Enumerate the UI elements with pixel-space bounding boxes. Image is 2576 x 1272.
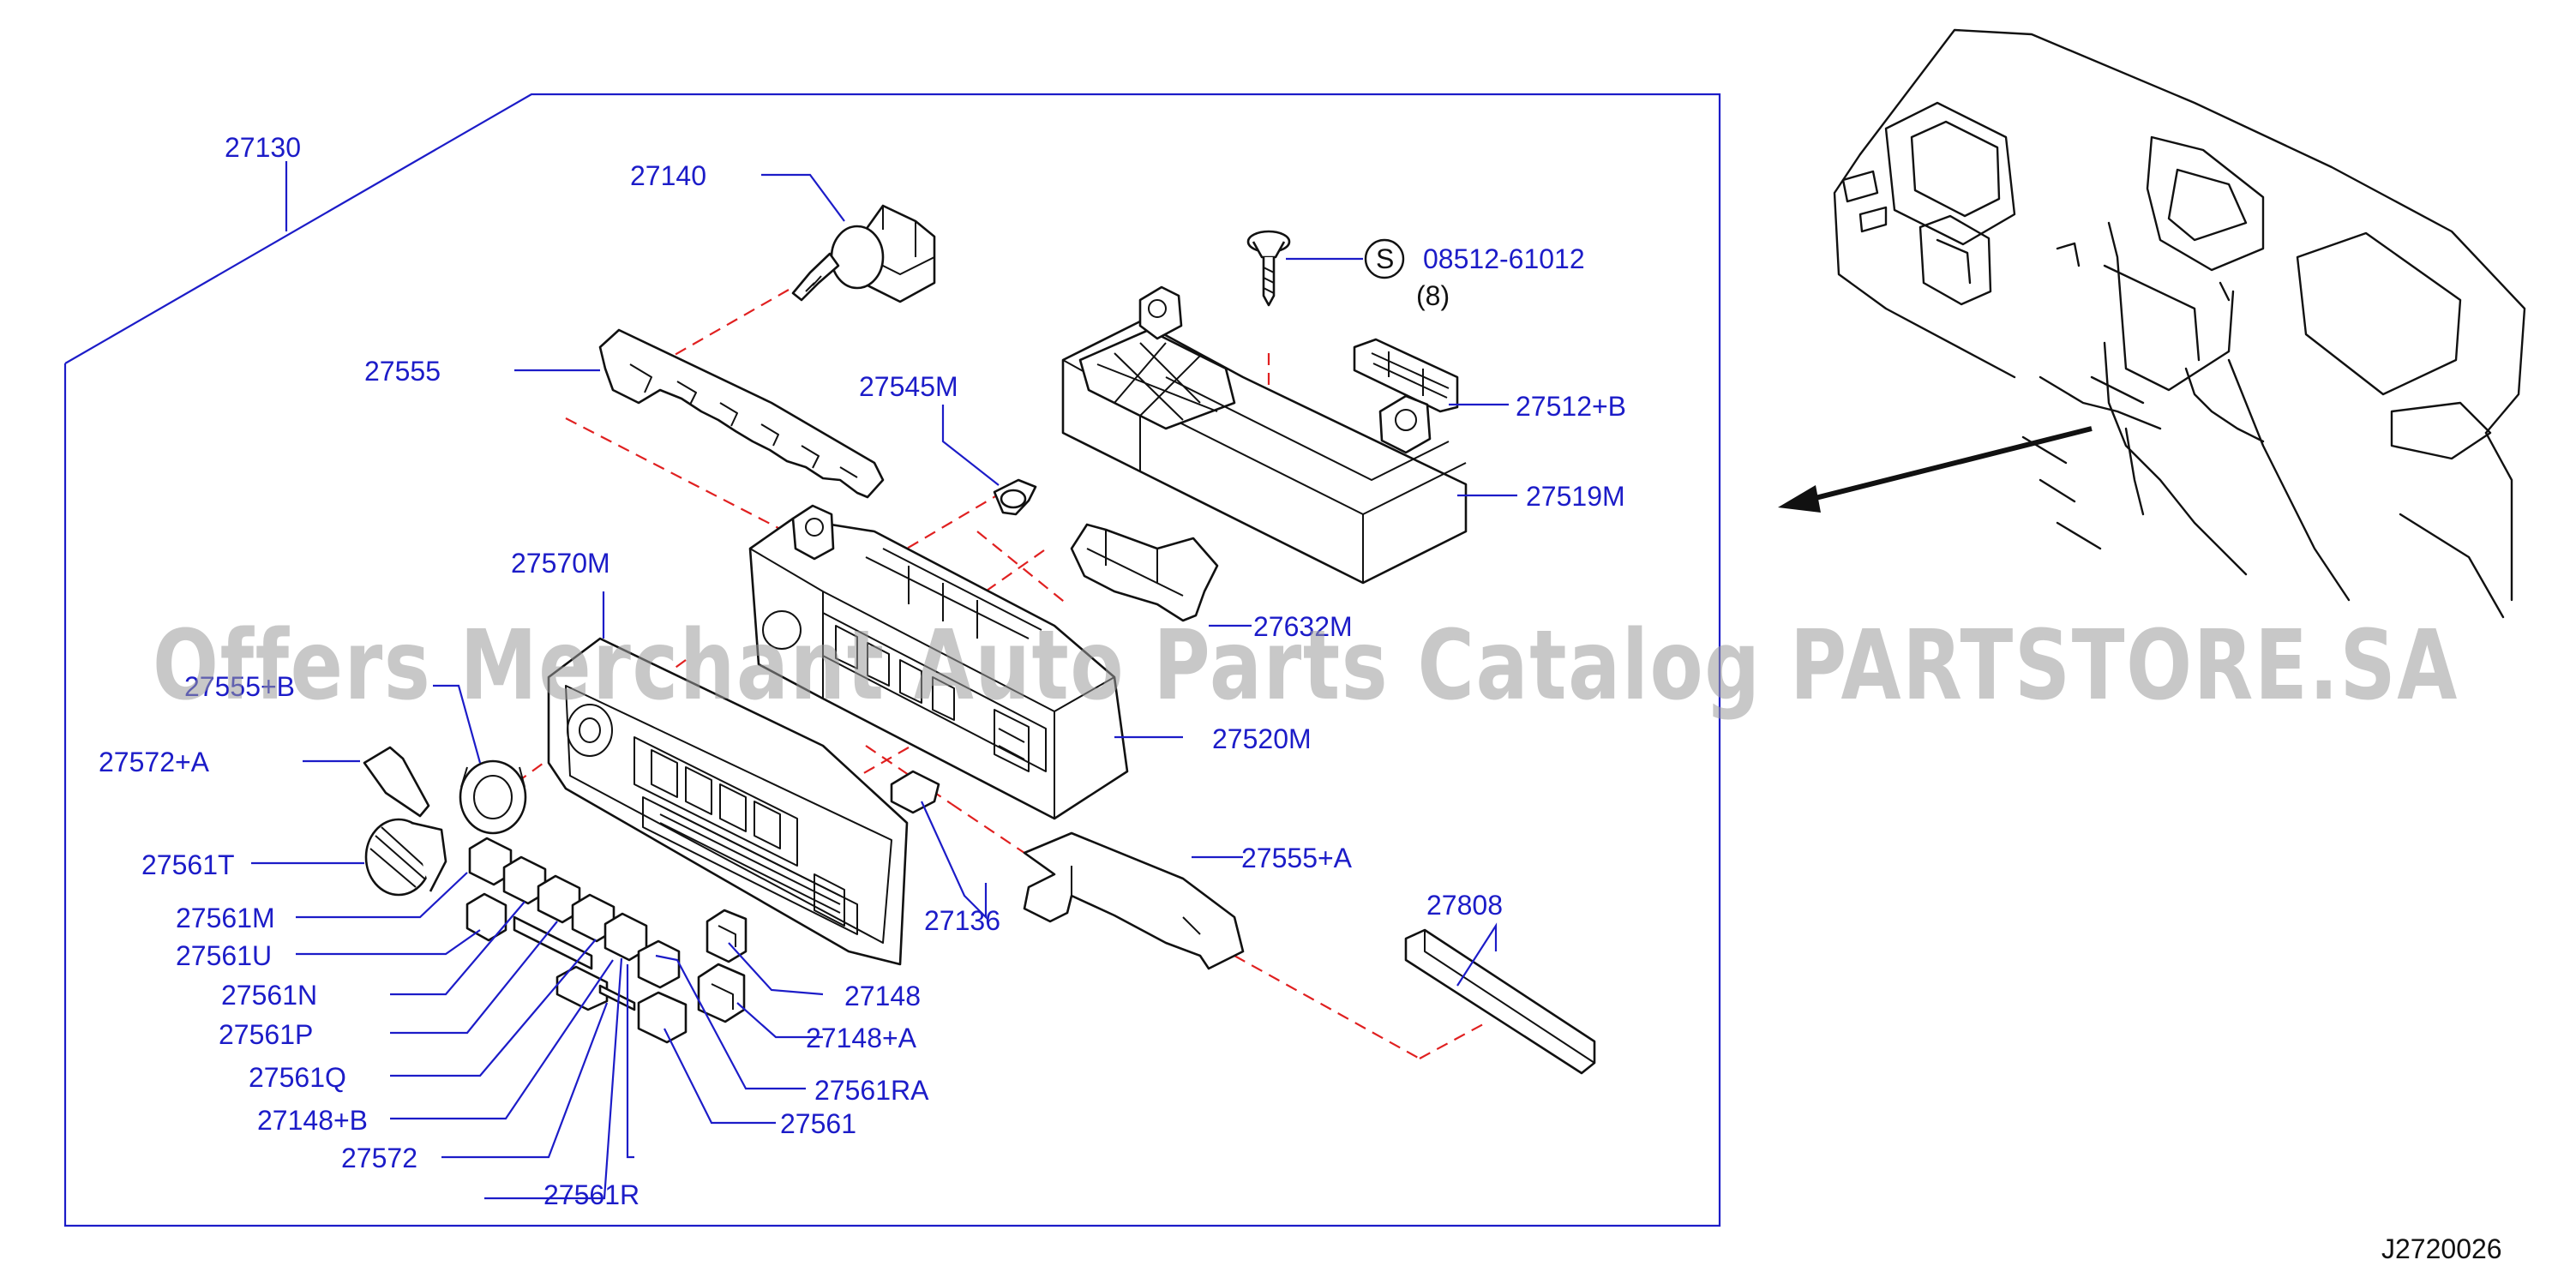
label-27136: 27136 — [924, 905, 1000, 936]
label-27561q: 27561Q — [249, 1062, 346, 1093]
label-27561r: 27561R — [543, 1179, 639, 1210]
part-27140-actuator — [791, 204, 936, 303]
part-27570m-bezel — [547, 637, 909, 966]
part-27555-bracket — [598, 328, 885, 499]
label-27545m: 27545M — [859, 371, 958, 402]
part-27808-strip — [1404, 928, 1596, 1075]
part-27555b-ring — [459, 759, 527, 835]
part-27561t-knob — [364, 818, 447, 897]
label-27561p: 27561P — [219, 1019, 313, 1050]
label-27561n: 27561N — [221, 980, 317, 1011]
dashboard-sketch — [1833, 28, 2526, 619]
label-27561ra: 27561RA — [814, 1075, 929, 1106]
label-27130: 27130 — [225, 132, 301, 163]
location-arrow — [1778, 426, 2093, 513]
label-27148b: 27148+B — [257, 1105, 368, 1136]
screw-callout: S 08512-61012 (8) — [1364, 238, 1585, 311]
label-27570m: 27570M — [511, 548, 610, 579]
screw-symbol: S — [1376, 243, 1394, 274]
label-27555a: 27555+A — [1241, 843, 1353, 873]
label-27148: 27148 — [844, 981, 921, 1011]
label-27561u: 27561U — [176, 940, 272, 971]
label-27519m: 27519M — [1526, 481, 1625, 512]
label-27520m: 27520M — [1212, 723, 1312, 754]
label-27561m: 27561M — [176, 903, 275, 933]
watermark-text: Offers Merchant Auto Parts Catalog PARTS… — [153, 610, 2459, 722]
leader-lines — [251, 173, 1517, 1200]
label-27512b: 27512+B — [1516, 391, 1626, 422]
label-27561: 27561 — [780, 1108, 856, 1139]
part-labels: 27130 27140 27555 27545M 27512+B 27519M … — [99, 132, 1626, 1210]
label-27808: 27808 — [1426, 890, 1503, 921]
diagram-id: J2720026 — [2381, 1233, 2502, 1264]
label-27140: 27140 — [630, 160, 706, 191]
part-27545m-bulb — [993, 478, 1037, 516]
label-27555: 27555 — [364, 356, 441, 387]
screw-part-number: 08512-61012 — [1423, 243, 1585, 274]
part-27519m-housing — [1061, 285, 1468, 585]
label-27632m: 27632M — [1253, 611, 1353, 642]
part-27512b-grille — [1353, 338, 1459, 413]
part-screw — [1246, 230, 1291, 307]
label-27572: 27572 — [341, 1143, 417, 1173]
part-27520m-control-unit — [748, 504, 1129, 820]
label-27148a: 27148+A — [806, 1023, 917, 1053]
part-27148-holders — [697, 909, 748, 1023]
part-27136-tab — [890, 770, 940, 814]
part-27555a-bracket — [1023, 831, 1245, 970]
label-27555b: 27555+B — [184, 671, 295, 702]
label-27572a: 27572+A — [99, 747, 210, 777]
part-27572a-lens — [363, 746, 430, 818]
screw-quantity: (8) — [1416, 280, 1450, 311]
part-27632m-switch — [1070, 523, 1219, 622]
button-cluster — [465, 837, 688, 1044]
label-27561t: 27561T — [141, 849, 235, 880]
assembly-frame — [63, 93, 1721, 1227]
